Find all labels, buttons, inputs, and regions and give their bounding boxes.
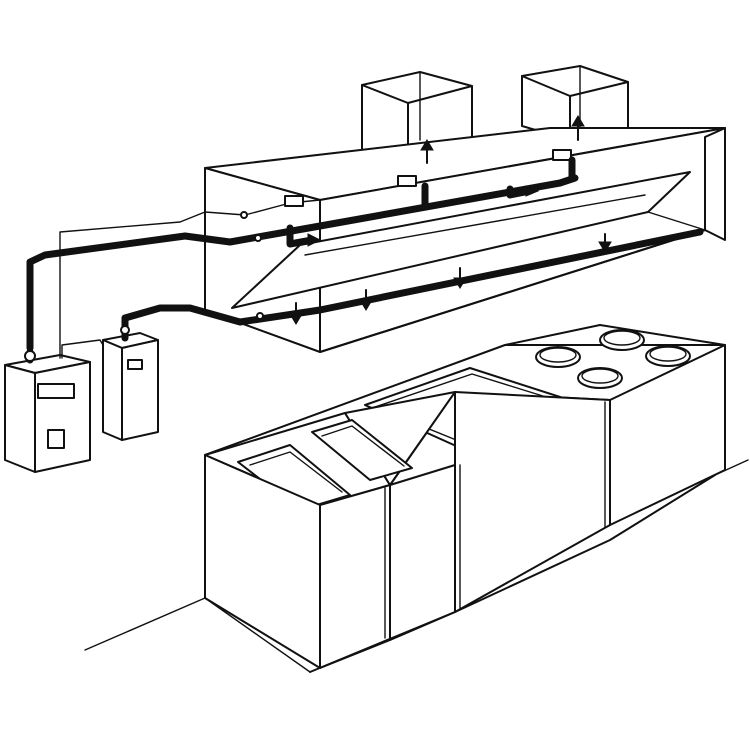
control-cabinet-right — [102, 314, 159, 441]
nozzle-markers — [240, 185, 540, 320]
exhaust-duct-right — [521, 65, 629, 141]
appliance-nozzles — [289, 233, 612, 325]
exhaust-flow-arrows — [420, 115, 585, 164]
cooking-line — [204, 324, 726, 673]
cabinet-link-wire — [61, 339, 104, 359]
burners — [535, 329, 691, 389]
agent-distribution-pipe — [26, 156, 704, 352]
control-cabinet-left — [4, 347, 91, 473]
detection-line — [59, 149, 572, 349]
